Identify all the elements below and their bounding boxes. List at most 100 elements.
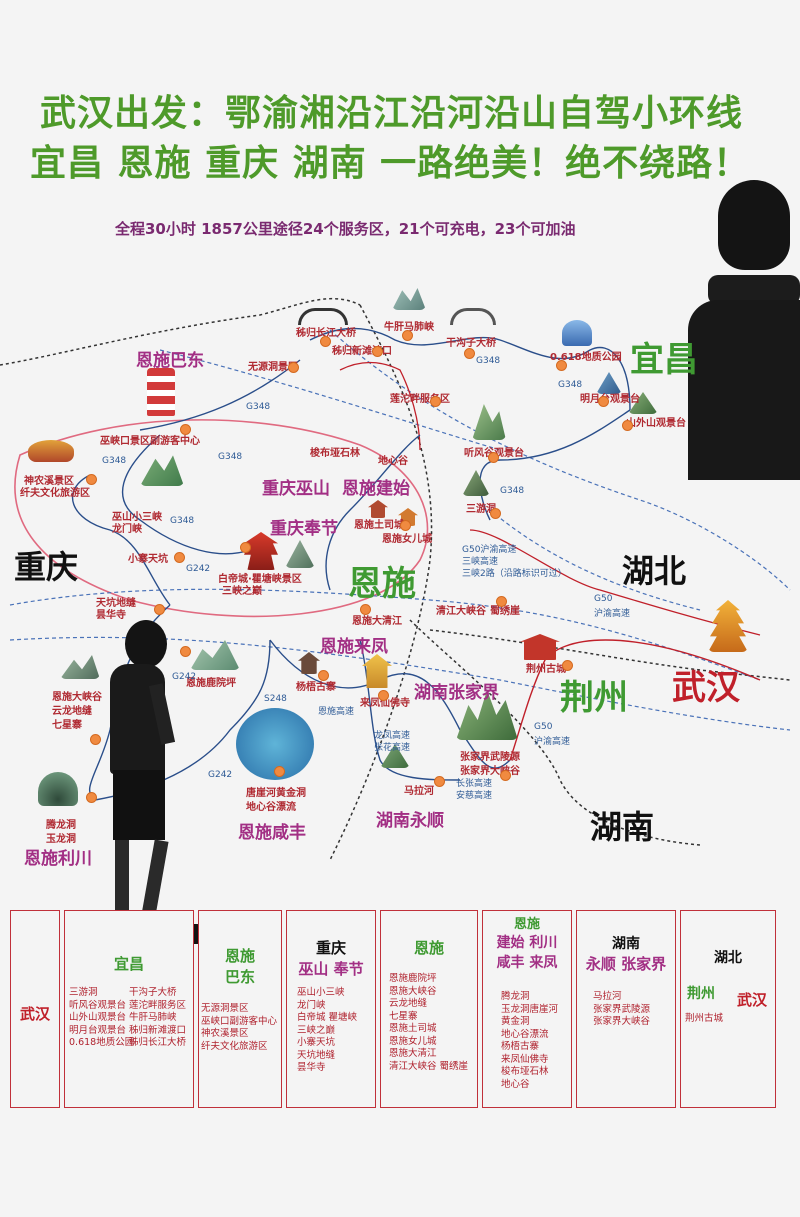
- route-stop-dot: [174, 552, 185, 563]
- route-stop-dot: [434, 776, 445, 787]
- list-item: 腾龙洞: [501, 991, 530, 1002]
- list-item: 云龙地缝: [389, 998, 428, 1009]
- route-stop-dot: [86, 792, 97, 803]
- spot-label: 小寨天坑: [128, 554, 168, 565]
- route-stop-dot: [400, 520, 411, 531]
- list-item: 牛肝马肺峡: [129, 1012, 177, 1023]
- road-label: 沪渝高速: [534, 737, 571, 747]
- person-silhouette-right: [688, 180, 800, 480]
- list-item: 恩施大峡谷: [389, 985, 437, 997]
- route-stop-dot: [320, 336, 331, 347]
- spot-label: 梭布垭石林: [310, 448, 360, 459]
- spot-label: 张家界武陵源: [460, 752, 520, 763]
- road-label: G348: [170, 516, 195, 526]
- road-label: G348: [500, 486, 525, 496]
- spot-label: 秭归长江大桥: [296, 328, 356, 339]
- area-enshi-xianfeng: 恩施咸丰: [238, 823, 306, 843]
- bridge-icon: [298, 308, 348, 325]
- province-hubei: 湖北: [622, 552, 687, 590]
- lighthouse-icon: [147, 368, 175, 416]
- route-stop-dot: [180, 646, 191, 657]
- list-item: 玉龙洞唐崖河: [501, 1003, 559, 1015]
- spot-label: 来凤仙佛寺: [360, 698, 410, 709]
- list-item: 恩施鹿院坪: [389, 973, 437, 984]
- spot-label: 马拉河: [404, 786, 434, 797]
- col-header: 永顺 张家界: [585, 955, 667, 973]
- spot-label: 恩施大峡谷: [52, 692, 102, 703]
- spot-label: 巫峡口景区副游客中心: [100, 436, 200, 447]
- spot-label: 杨梧古寨: [296, 682, 336, 693]
- table-col-lichuan: 恩施 建始 利川 咸丰 来凤 腾龙洞 玉龙洞唐崖河 黄金洞 地心谷漂流 杨梧古寨…: [482, 910, 572, 1108]
- list-item: 神农溪景区: [201, 1028, 249, 1039]
- col-header: 武汉: [737, 991, 768, 1009]
- table-col-enshi: 恩施 恩施鹿院坪 恩施大峡谷 云龙地缝 七星寨 恩施土司城 恩施女儿城 恩施大清…: [380, 910, 478, 1108]
- route-stop-dot: [372, 346, 383, 357]
- route-stop-dot: [86, 474, 97, 485]
- spot-label: 七星寨: [52, 720, 82, 731]
- route-stop-dot: [430, 396, 441, 407]
- col-header: 巴东: [224, 968, 255, 986]
- spot-label: 神农溪景区: [24, 476, 74, 487]
- road-label: G242: [172, 672, 197, 682]
- spot-label: 蜀绣崖: [490, 606, 520, 617]
- city-enshi: 恩施: [348, 564, 416, 604]
- route-stop-dot: [490, 508, 501, 519]
- list-item: 清江大峡谷 蜀绣崖: [389, 1060, 469, 1072]
- spot-label: 白帝城·瞿塘峡景区: [218, 574, 302, 585]
- page-subtitle-headline: 宜昌 恩施 重庆 湖南 一路绝美！绝不绕路！: [30, 143, 751, 184]
- list-item: 来凤仙佛寺: [501, 1053, 549, 1065]
- spot-label: 恩施女儿城: [382, 534, 432, 545]
- road-label: G50: [534, 722, 553, 732]
- road-label: G348: [476, 356, 501, 366]
- list-item: 昙华寺: [297, 1062, 326, 1073]
- spot-label: 莲沱畔服务区: [390, 394, 450, 405]
- area-hunan-yongshun: 湖南永顺: [376, 811, 444, 831]
- route-stop-dot: [402, 330, 413, 341]
- area-enshi-jianshi: 恩施建始: [342, 479, 410, 499]
- list-item: 黄金洞: [501, 1016, 530, 1027]
- museum-icon: [562, 320, 592, 346]
- spot-label: 山外山观景台: [626, 418, 686, 429]
- spot-label: 明月台观景台: [580, 394, 640, 405]
- table-col-yichang: 宜昌 三游洞 听风谷观景台 山外山观景台 明月台观景台 0.618地质公园 干沟…: [64, 910, 194, 1108]
- list-item: 明月台观景台: [69, 1024, 127, 1036]
- list-item: 梭布垭石林: [501, 1066, 549, 1077]
- list-item: 张家界大峡谷: [593, 1016, 651, 1027]
- list-item: 龙门峡: [297, 999, 326, 1011]
- area-chongqing-fengjie: 重庆奉节: [270, 519, 338, 539]
- list-item: 秭归长江大桥: [129, 1037, 187, 1048]
- col-header: 湖北: [714, 950, 742, 966]
- list-item: 杨梧古寨: [501, 1041, 540, 1052]
- bridge-icon: [450, 308, 496, 325]
- col-header: 荆州: [687, 986, 715, 1002]
- col-header: 宜昌: [113, 955, 144, 973]
- list-item: 0.618地质公园: [69, 1037, 135, 1048]
- col-header: 湖南: [612, 936, 640, 952]
- list-item: 三峡之巅: [297, 1024, 336, 1036]
- list-item: 山外山观景台: [69, 1012, 127, 1023]
- list-item: 巫山小三峡: [297, 987, 345, 998]
- spot-label: 干沟子大桥: [446, 338, 496, 349]
- col-header: 恩施: [513, 917, 540, 932]
- route-stop-dot: [180, 424, 191, 435]
- col-header: 武汉: [19, 1005, 50, 1023]
- list-item: 白帝城 瞿塘峡: [297, 1012, 358, 1023]
- area-enshi-laifeng: 恩施来凤: [320, 637, 388, 657]
- spot-label: 恩施大清江: [352, 616, 402, 627]
- list-item: 恩施女儿城: [389, 1035, 437, 1047]
- route-stop-dot: [240, 542, 251, 553]
- trip-summary: 全程30小时 1857公里途径24个服务区，21个可充电，23个可加油: [115, 220, 576, 238]
- house-icon: [298, 652, 320, 674]
- road-label: G348: [102, 456, 127, 466]
- road-label: 龙凤高速: [374, 731, 411, 741]
- col-header: 巫山 奉节: [298, 960, 364, 978]
- road-label: G348: [558, 380, 583, 390]
- route-stop-dot: [622, 420, 633, 431]
- page-title: 武汉出发：鄂渝湘沿江沿河沿山自驾小环线: [40, 93, 744, 134]
- area-chongqing-wushan: 重庆巫山: [262, 479, 330, 499]
- route-stop-dot: [488, 452, 499, 463]
- province-hunan: 湖南: [590, 808, 655, 846]
- col-header: 恩施: [413, 939, 444, 957]
- spot-label: 腾龙洞: [46, 820, 76, 831]
- road-label: G242: [186, 564, 211, 574]
